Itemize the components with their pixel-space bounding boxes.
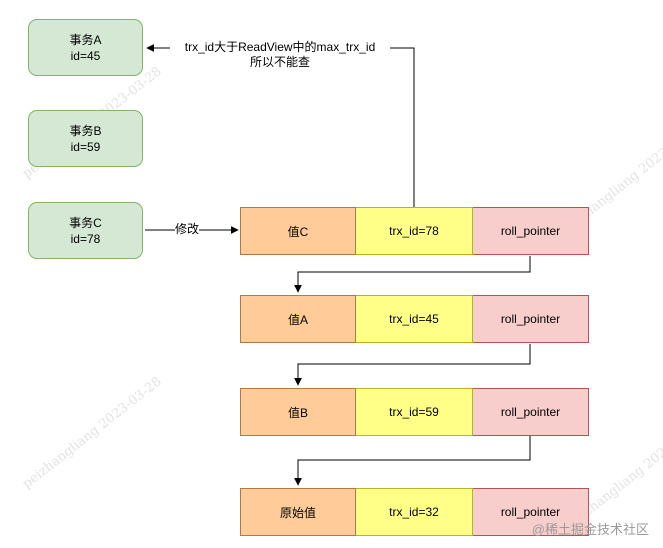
visibility-arrow	[146, 44, 415, 207]
modify-label: 修改	[175, 222, 200, 237]
transaction-name: 事务C	[69, 215, 102, 230]
transaction-id: id=59	[70, 139, 101, 154]
roll-pointer-arrow	[294, 436, 531, 486]
record-row: 值B trx_id=59 roll_pointer	[240, 388, 589, 436]
transaction-id: id=78	[70, 231, 101, 246]
transaction-b: 事务B id=59	[28, 110, 143, 167]
transaction-a: 事务A id=45	[28, 19, 143, 76]
visibility-note-line1: trx_id大于ReadView中的max_trx_id	[184, 40, 376, 54]
record-row: 值C trx_id=78 roll_pointer	[240, 207, 589, 255]
record-value: 值C	[240, 207, 356, 255]
roll-pointer-arrow	[294, 256, 531, 293]
record-value: 值B	[240, 388, 356, 436]
visibility-note: trx_id大于ReadView中的max_trx_id 所以不能查	[170, 40, 390, 70]
transaction-id: id=45	[70, 48, 101, 63]
record-roll-pointer: roll_pointer	[473, 207, 589, 255]
roll-pointer-arrow	[294, 344, 531, 386]
record-trx-id: trx_id=45	[356, 295, 473, 343]
record-value: 原始值	[240, 488, 356, 536]
record-roll-pointer: roll_pointer	[473, 488, 589, 536]
record-row: 值A trx_id=45 roll_pointer	[240, 295, 589, 343]
record-row: 原始值 trx_id=32 roll_pointer	[240, 488, 589, 536]
visibility-note-line2: 所以不能查	[249, 55, 310, 69]
transaction-c: 事务C id=78	[28, 202, 143, 259]
record-trx-id: trx_id=78	[356, 207, 473, 255]
source-watermark-badge: @稀土掘金技术社区	[531, 522, 649, 537]
record-trx-id: trx_id=59	[356, 388, 473, 436]
record-trx-id: trx_id=32	[356, 488, 473, 536]
transaction-name: 事务B	[69, 123, 102, 138]
record-roll-pointer: roll_pointer	[473, 388, 589, 436]
transaction-name: 事务A	[69, 32, 102, 47]
record-roll-pointer: roll_pointer	[473, 295, 589, 343]
record-value: 值A	[240, 295, 356, 343]
